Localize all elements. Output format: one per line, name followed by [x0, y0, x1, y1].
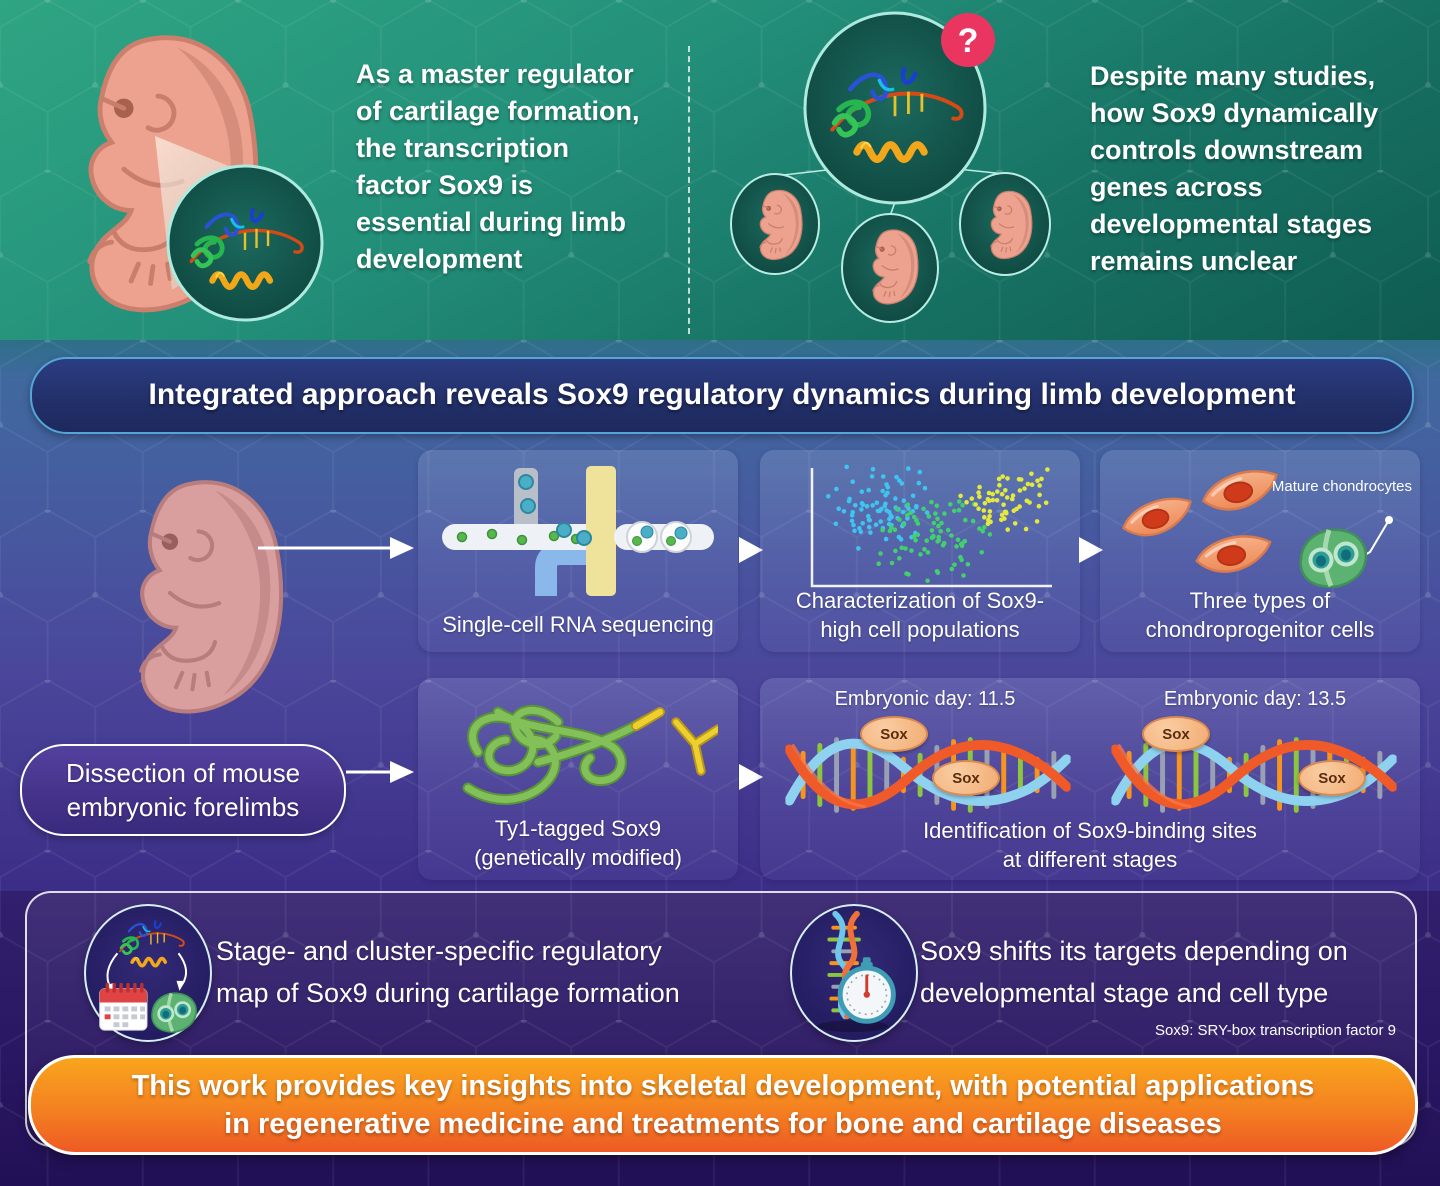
conclusion-banner: This work provides key insights into ske… [28, 1055, 1418, 1155]
question-mark: ? [958, 22, 979, 60]
dashed-divider [688, 46, 690, 334]
antibody-icon [671, 717, 718, 776]
intro-left-line: development [356, 244, 523, 274]
intro-right-line: Despite many studies, [1090, 61, 1376, 91]
dissection-label: Dissection of mouse embryonic forelimbs [20, 744, 346, 836]
scrna-caption: Single-cell RNA sequencing [442, 612, 714, 637]
finding-2-text: Sox9 shifts its targets depending on dev… [920, 936, 1348, 1008]
intro-left-line: factor Sox9 is [356, 170, 534, 200]
question-tree-illustration: ? [730, 11, 1051, 323]
ty1-caption: Ty1-tagged Sox9 (genetically modified) [474, 816, 682, 870]
binding-caption: Identification of Sox9-binding sites at … [923, 818, 1257, 872]
mature-chondrocytes-label: Mature chondrocytes [1271, 478, 1412, 495]
finding-1-text: Stage- and cluster-specific regulatory m… [216, 936, 680, 1008]
sox9-abbreviation-footnote: Sox9: SRY-box transcription factor 9 [1155, 1022, 1396, 1039]
embryo-magnifier-illustration [10, 18, 324, 322]
banner-title: Integrated approach reveals Sox9 regulat… [148, 378, 1296, 411]
mature-chondrocyte-icon [1301, 530, 1366, 587]
intro-right-line: remains unclear [1090, 246, 1298, 276]
sox-binding-label: Sox [1142, 716, 1210, 752]
intro-left-line: of cartilage formation, [356, 96, 640, 126]
calendar-icon [99, 982, 148, 1031]
cell-cluster-icon [150, 991, 198, 1034]
intro-left-text: As a master regulator of cartilage forma… [356, 56, 691, 278]
stage-shift-badge [790, 904, 918, 1042]
panel-characterization: Characterization of Sox9- high cell popu… [760, 450, 1080, 652]
arrow-embryo-to-scrna [258, 537, 414, 559]
panel-binding-sites: Embryonic day: 11.5 Embryonic day: 13.5 … [760, 678, 1420, 880]
panel-chondroprogenitors: Mature chondrocytes Three types of chond… [1100, 450, 1420, 652]
embryonic-day-13-label: Embryonic day: 13.5 [1163, 688, 1347, 710]
umap-scatter-plot [810, 464, 1052, 588]
panel-scrna-seq: Single-cell RNA sequencing [418, 450, 738, 652]
intro-right-line: how Sox9 dynamically [1090, 98, 1379, 128]
chondro-caption: Three types of chondroprogenitor cells [1145, 588, 1375, 642]
intro-right-line: developmental stages [1090, 209, 1373, 239]
dissection-line: embryonic forelimbs [66, 792, 300, 822]
microfluidics-icon [442, 466, 714, 596]
tagged-protein-icon [462, 705, 718, 805]
intro-left-line: essential during limb [356, 207, 627, 237]
main-banner: Integrated approach reveals Sox9 regulat… [30, 357, 1414, 434]
arrow-dissection-to-ty1 [346, 761, 414, 783]
conclusion-line: This work provides key insights into ske… [131, 1070, 1315, 1102]
sox-binding-label: Sox [932, 760, 1000, 796]
intro-right-line: genes across [1090, 172, 1263, 202]
mouse-embryo-illustration [92, 468, 297, 726]
intro-left-line: As a master regulator [356, 59, 634, 89]
characterization-caption: Characterization of Sox9- high cell popu… [795, 588, 1045, 642]
protein-calendar-cell-icon [99, 919, 198, 1034]
sox-binding-label: Sox [1298, 760, 1366, 796]
regulatory-map-badge [84, 904, 212, 1042]
dissection-line: Dissection of mouse [65, 758, 301, 788]
panel-ty1-sox9: Ty1-tagged Sox9 (genetically modified) [418, 678, 738, 880]
dna-stopwatch-icon [817, 910, 896, 1033]
intro-right-text: Despite many studies, how Sox9 dynamical… [1090, 58, 1425, 280]
embryonic-day-11-label: Embryonic day: 11.5 [834, 688, 1016, 710]
intro-left-line: the transcription [356, 133, 570, 163]
sox-binding-label: Sox [860, 716, 928, 752]
intro-right-line: controls downstream [1090, 135, 1364, 165]
conclusion-line: in regenerative medicine and treatments … [224, 1108, 1222, 1140]
